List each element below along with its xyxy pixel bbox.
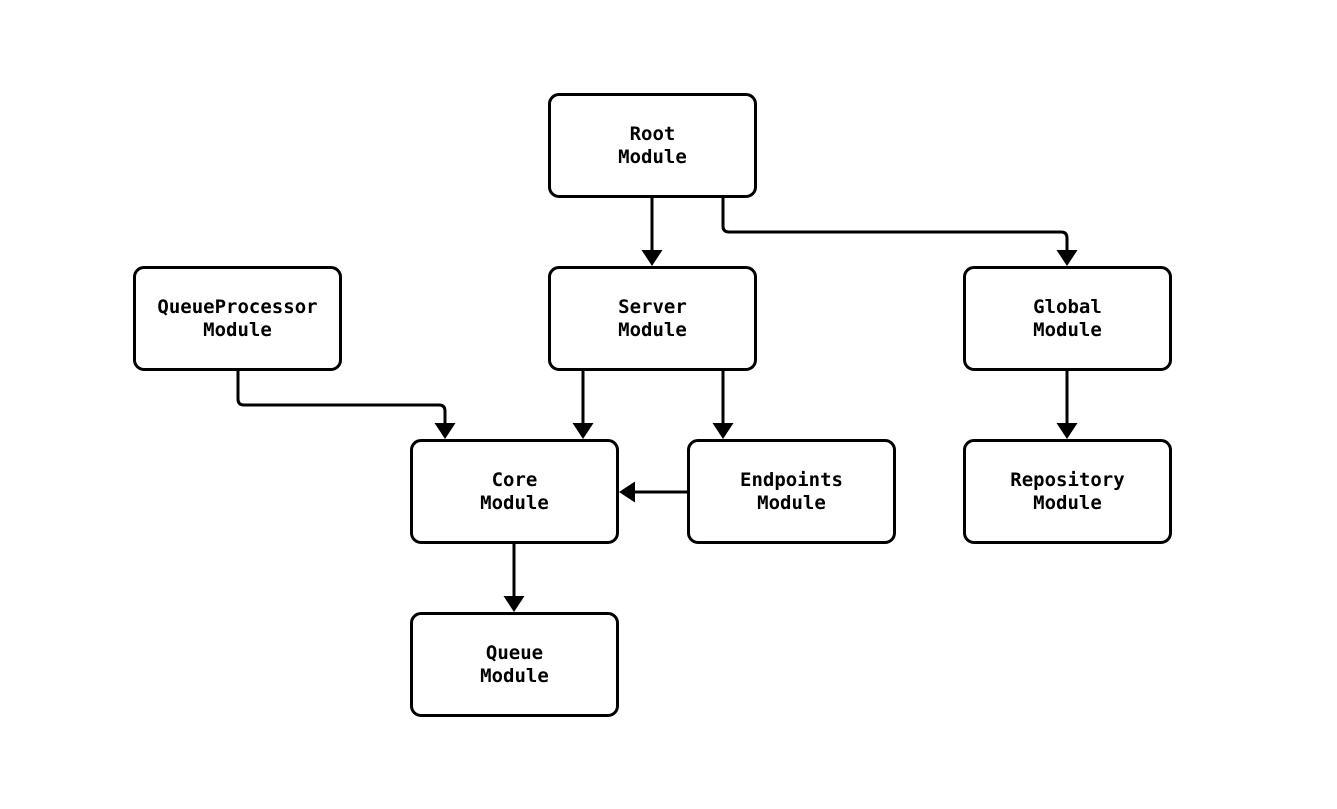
- node-label-line2: Module: [1033, 491, 1102, 514]
- node-label-line1: Core: [491, 468, 538, 491]
- node-label-line1: Endpoints: [740, 468, 843, 491]
- edge-queueprocessor-to-core: [236, 371, 456, 439]
- node-queueprocessor-module: QueueProcessor Module: [133, 266, 342, 371]
- node-label-line2: Module: [618, 145, 687, 168]
- node-core-module: Core Module: [410, 439, 619, 544]
- node-global-module: Global Module: [963, 266, 1172, 371]
- node-label-line1: Global: [1033, 295, 1102, 318]
- node-label-line1: Repository: [1010, 468, 1125, 491]
- node-label-line1: Server: [618, 295, 687, 318]
- node-endpoints-module: Endpoints Module: [687, 439, 896, 544]
- node-queue-module: Queue Module: [410, 612, 619, 717]
- node-label-line2: Module: [203, 318, 272, 341]
- node-root-module: Root Module: [548, 93, 757, 198]
- node-label-line2: Module: [618, 318, 687, 341]
- node-label-line2: Module: [480, 664, 549, 687]
- node-label-line1: Root: [629, 122, 676, 145]
- node-label-line1: Queue: [485, 641, 544, 664]
- edge-root-to-global: [721, 198, 1078, 266]
- node-label-line2: Module: [757, 491, 826, 514]
- node-label-line1: QueueProcessor: [157, 295, 318, 318]
- node-label-line2: Module: [480, 491, 549, 514]
- node-server-module: Server Module: [548, 266, 757, 371]
- node-label-line2: Module: [1033, 318, 1102, 341]
- node-repository-module: Repository Module: [963, 439, 1172, 544]
